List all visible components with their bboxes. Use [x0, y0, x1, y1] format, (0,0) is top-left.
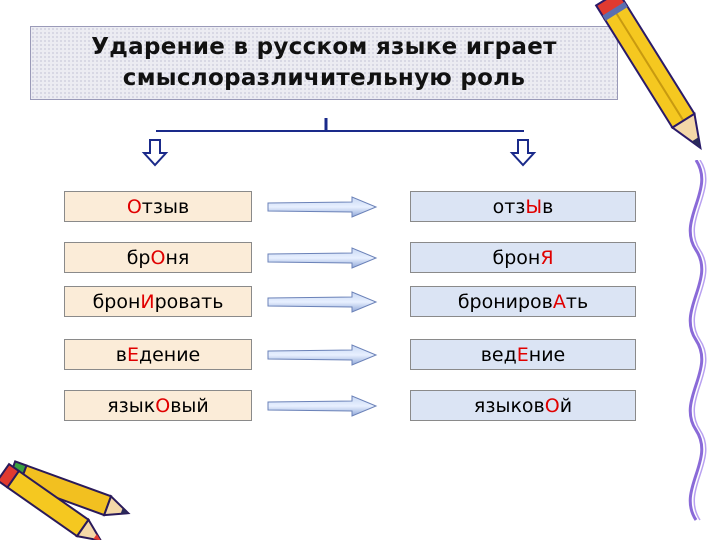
accent-letter: Я — [540, 246, 554, 269]
arrow-right-icon — [267, 395, 378, 417]
arrow-right-icon — [267, 344, 378, 366]
accent-letter: О — [155, 394, 171, 417]
accent-letter: А — [552, 290, 566, 313]
arrow-right-icon — [267, 196, 378, 218]
title-line-1: Ударение в русском языке играет — [91, 34, 557, 60]
connector-diagram — [141, 118, 537, 167]
accent-letter: Ы — [525, 195, 543, 218]
squiggle-decoration — [688, 160, 707, 521]
accent-letter: О — [126, 195, 142, 218]
accent-letter: И — [140, 290, 155, 313]
title-line-2: смыслоразличительную роль — [122, 65, 526, 91]
accent-letter: Е — [126, 343, 139, 366]
accent-letter: Е — [516, 343, 529, 366]
pencils-icon — [0, 460, 131, 540]
down-arrow-left-icon — [141, 139, 169, 167]
title-box: Ударение в русском языке играет смыслора… — [30, 26, 618, 100]
arrow-right-icon — [267, 291, 378, 313]
accent-letter: О — [150, 246, 166, 269]
accent-letter: О — [544, 394, 560, 417]
arrow-right-icon — [267, 247, 378, 269]
pencil-icon — [594, 0, 702, 151]
down-arrow-right-icon — [509, 139, 537, 167]
